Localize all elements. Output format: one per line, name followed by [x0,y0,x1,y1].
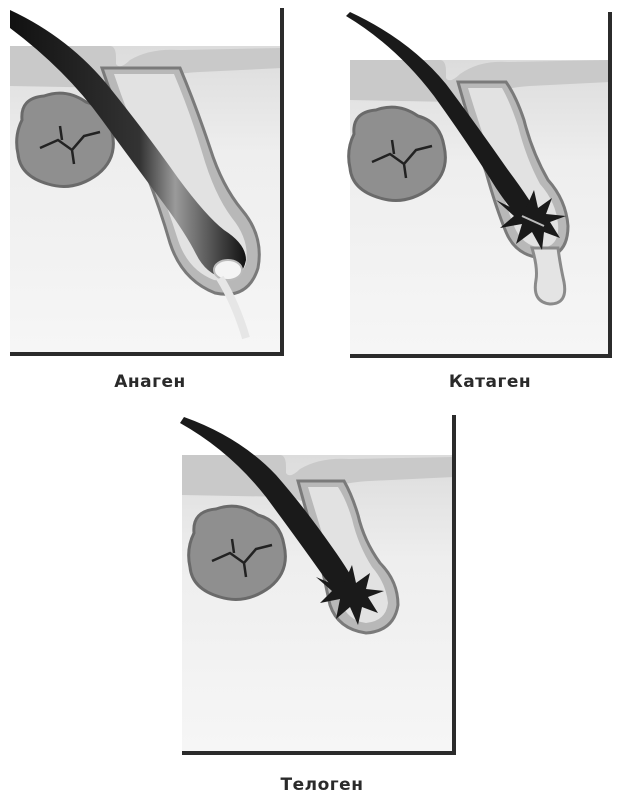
catagen-diagram [346,12,616,364]
caption-catagen: Катаген [430,372,550,392]
sebaceous-gland [189,506,286,599]
caption-anagen: Анаген [90,372,210,392]
sebaceous-gland [349,107,446,200]
telogen-diagram [180,415,462,763]
anagen-diagram [10,8,292,364]
dermal-papilla [214,260,242,280]
caption-telogen: Телоген [262,775,382,795]
retracting-column [532,248,565,304]
